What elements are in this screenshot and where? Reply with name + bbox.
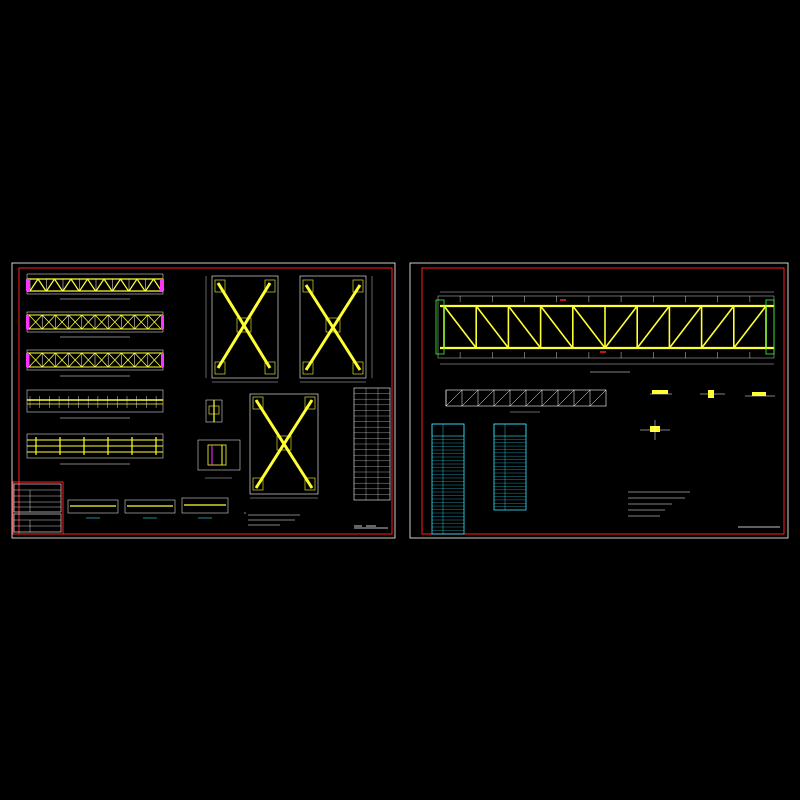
notes-left: 1 <box>244 511 300 526</box>
svg-text:1: 1 <box>244 511 246 515</box>
left-sheet-border <box>11 262 396 539</box>
cad-line <box>54 278 63 292</box>
cad-line <box>541 389 559 407</box>
connection-detail <box>197 399 241 479</box>
cad-line <box>55 314 69 330</box>
cad-line <box>147 314 162 330</box>
cad-line <box>134 352 149 368</box>
cad-line <box>573 389 591 407</box>
cad-line <box>28 314 43 330</box>
cad-line <box>461 389 479 407</box>
gusset-plate-detail-3 <box>249 393 319 499</box>
cad-line <box>604 305 638 349</box>
cad-line <box>37 278 47 292</box>
cad-line <box>700 305 735 349</box>
cad-line <box>147 352 162 368</box>
cad-line <box>87 278 96 292</box>
cad-line <box>121 314 135 330</box>
cad-line <box>733 305 767 349</box>
cad-line <box>589 389 607 407</box>
truss-elevation-1 <box>26 273 164 300</box>
cad-line <box>120 278 129 292</box>
cad-line <box>121 352 135 368</box>
member-schedule <box>353 387 391 501</box>
cad-line <box>81 352 96 368</box>
right-sheet-frame <box>421 267 785 535</box>
truss-plan-2 <box>26 311 164 338</box>
cad-line <box>136 278 146 292</box>
cad-line <box>70 278 80 292</box>
cad-line <box>128 278 138 292</box>
cad-line <box>572 305 606 349</box>
cad-line <box>539 305 574 349</box>
schedule-table-b <box>493 423 527 511</box>
cad-line <box>41 314 56 330</box>
notes-right <box>628 491 690 517</box>
cad-line <box>62 278 72 292</box>
truss-plan-3 <box>26 349 164 377</box>
schedule-table-a <box>431 423 465 535</box>
material-table-1 <box>12 481 64 535</box>
cad-line <box>445 389 463 407</box>
cad-line <box>636 305 671 349</box>
secondary-truss <box>445 389 607 413</box>
cad-line <box>29 278 39 292</box>
cad-line <box>68 314 83 330</box>
cad-line <box>493 389 511 407</box>
left-sheet-frame <box>18 267 393 535</box>
cad-line <box>112 278 121 292</box>
section-details <box>640 390 775 440</box>
left-sheet: 1 <box>11 262 396 539</box>
gusset-plate-detail-2 <box>299 275 373 383</box>
cad-line <box>79 278 88 292</box>
truss-section-5 <box>26 433 164 465</box>
cad-line <box>103 278 113 292</box>
main-truss-elevation <box>435 291 775 373</box>
truss-section-4 <box>26 389 164 419</box>
cad-line <box>28 352 43 368</box>
cad-line <box>507 305 542 349</box>
cad-line <box>509 389 527 407</box>
right-sheet-border <box>409 262 789 539</box>
cad-line <box>477 389 495 407</box>
cad-line <box>95 278 105 292</box>
cad-line <box>46 278 55 292</box>
cad-line <box>668 305 703 349</box>
gusset-plate-detail-1 <box>205 275 279 383</box>
cad-line <box>94 352 109 368</box>
cad-line <box>55 352 69 368</box>
cad-line <box>145 278 154 292</box>
cad-line <box>107 314 122 330</box>
cad-line <box>443 305 477 349</box>
cad-line <box>41 352 56 368</box>
cad-line <box>475 305 510 349</box>
cad-line <box>81 314 96 330</box>
cad-line <box>134 314 149 330</box>
detail-strips <box>67 497 229 519</box>
cad-line <box>525 389 543 407</box>
cad-line <box>68 352 83 368</box>
right-sheet <box>409 262 789 539</box>
cad-line <box>94 314 109 330</box>
cad-line <box>107 352 122 368</box>
cad-line <box>557 389 575 407</box>
title-block-left <box>354 525 388 529</box>
